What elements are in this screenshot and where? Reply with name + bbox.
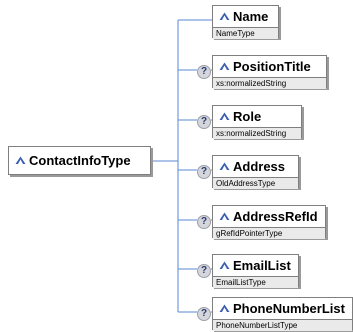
question-icon: ?	[197, 165, 211, 179]
child-element-title: Address	[213, 156, 298, 177]
root-element-box[interactable]: ContactInfoType	[8, 146, 151, 175]
child-element-name: Address	[233, 159, 286, 174]
element-icon	[219, 12, 230, 20]
child-element-type: gRefIdPointerType	[213, 227, 325, 239]
question-icon: ?	[197, 115, 211, 129]
child-element-title: PhoneNumberList	[213, 298, 352, 319]
child-element-type: OldAddressType	[213, 177, 298, 189]
child-element-title: Role	[213, 106, 301, 127]
child-element-type: EmailListType	[213, 276, 298, 288]
child-element-title: PositionTitle	[213, 56, 326, 77]
child-element-name: PhoneNumberList	[233, 301, 345, 316]
child-element-name: Role	[233, 109, 262, 124]
question-icon: ?	[197, 307, 211, 321]
element-icon	[219, 162, 230, 170]
root-element-name: ContactInfoType	[29, 153, 131, 168]
child-element-type: PhoneNumberListType	[213, 319, 352, 331]
element-icon	[219, 62, 230, 70]
child-element-box[interactable]: Role xs:normalizedString	[212, 105, 302, 139]
question-icon: ?	[197, 65, 211, 79]
child-element-box[interactable]: PositionTitle xs:normalizedString	[212, 55, 327, 89]
question-icon: ?	[197, 264, 211, 278]
child-element-type: NameType	[213, 27, 278, 39]
child-element-name: Name	[233, 9, 269, 24]
element-icon	[219, 212, 230, 220]
child-element-name: PositionTitle	[233, 59, 311, 74]
child-element-type: xs:normalizedString	[213, 127, 301, 139]
child-element-name: EmailList	[233, 258, 291, 273]
child-element-box[interactable]: AddressRefId gRefIdPointerType	[212, 205, 326, 239]
child-element-title: AddressRefId	[213, 206, 325, 227]
question-icon: ?	[197, 215, 211, 229]
element-icon	[219, 304, 230, 312]
child-element-name: AddressRefId	[233, 209, 318, 224]
child-element-title: EmailList	[213, 255, 298, 276]
child-element-type: xs:normalizedString	[213, 77, 326, 89]
element-icon	[219, 261, 230, 269]
element-icon	[219, 112, 230, 120]
element-icon	[15, 156, 26, 164]
child-element-title: Name	[213, 6, 278, 27]
